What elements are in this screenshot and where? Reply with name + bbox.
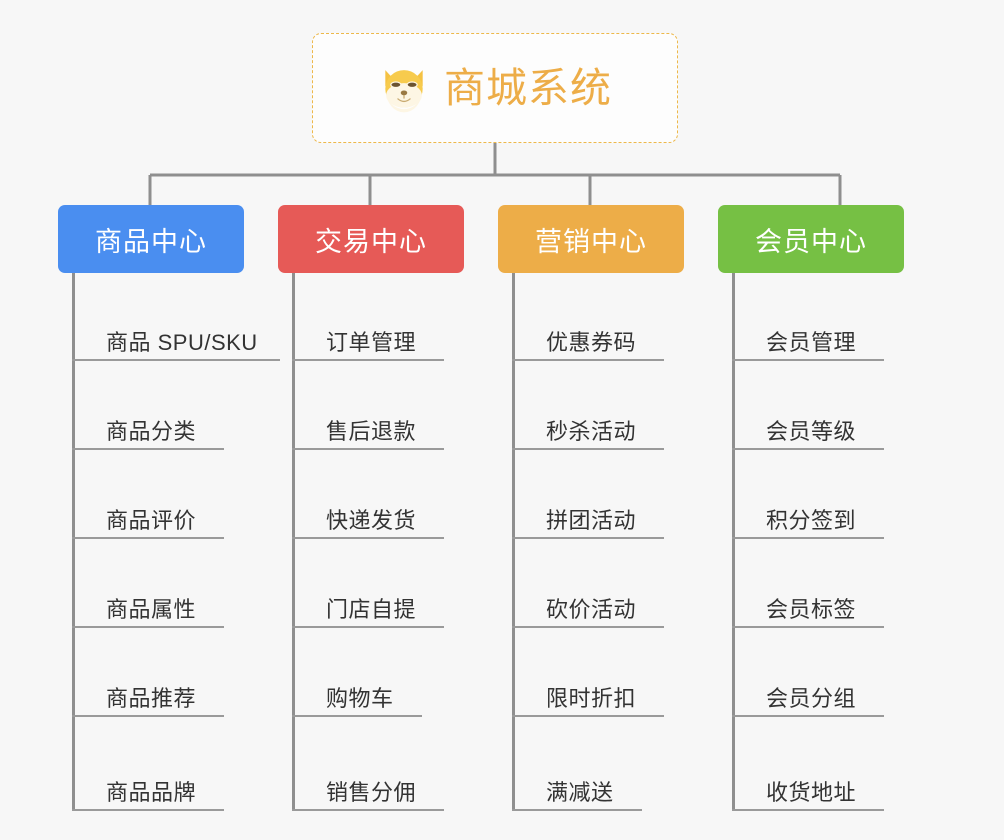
leaf-item-label: 会员管理 — [766, 330, 857, 355]
leaf-underline — [512, 359, 664, 361]
leaf-underline — [72, 626, 224, 628]
leaf-underline — [72, 448, 224, 450]
category-header-营销中心[interactable]: 营销中心 — [498, 205, 684, 273]
category-header-label: 营销中心 — [535, 226, 647, 257]
leaf-item-label: 销售分佣 — [326, 780, 417, 805]
leaf-underline — [72, 715, 224, 717]
leaf-underline — [292, 715, 422, 717]
leaf-underline — [732, 359, 884, 361]
category-columns: 商品中心 商品 SPU/SKU 商品分类 商品评价 商品属性 — [0, 205, 1004, 840]
category-header-label: 商品中心 — [95, 226, 207, 257]
leaf-underline — [512, 537, 664, 539]
root-node-商城系统[interactable]: 商城系统 — [312, 33, 678, 143]
shiba-dog-face-icon — [385, 70, 423, 113]
leaf-item-label: 限时折扣 — [546, 686, 637, 711]
category-header-会员中心[interactable]: 会员中心 — [718, 205, 904, 273]
column-spine — [292, 273, 295, 811]
leaf-item-label: 商品属性 — [106, 597, 197, 622]
leaf-item-label: 会员标签 — [766, 597, 857, 622]
root-node-label: 商城系统 — [444, 64, 612, 111]
leaf-underline — [72, 537, 224, 539]
leaf-item-label: 商品推荐 — [106, 686, 197, 711]
leaf-item-label: 积分签到 — [766, 508, 857, 533]
leaf-item-label: 砍价活动 — [546, 597, 637, 622]
leaf-underline — [512, 809, 642, 811]
column-spine — [512, 273, 515, 811]
category-header-商品中心[interactable]: 商品中心 — [58, 205, 244, 273]
leaf-item-label: 售后退款 — [326, 419, 417, 444]
leaf-item-label: 会员分组 — [766, 686, 857, 711]
leaf-item-label: 快递发货 — [326, 508, 417, 533]
leaf-item-label: 拼团活动 — [546, 508, 637, 533]
leaf-underline — [292, 626, 444, 628]
leaf-underline — [732, 626, 884, 628]
leaf-underline — [72, 359, 280, 361]
category-header-label: 交易中心 — [315, 226, 427, 257]
leaf-underline — [512, 626, 664, 628]
leaf-item-label: 商品品牌 — [106, 780, 197, 805]
category-header-交易中心[interactable]: 交易中心 — [278, 205, 464, 273]
leaf-item-label: 订单管理 — [326, 330, 417, 355]
leaf-underline — [292, 537, 444, 539]
leaf-item-label: 商品评价 — [106, 508, 197, 533]
leaf-underline — [292, 809, 444, 811]
column-spine — [72, 273, 75, 811]
leaf-item-label: 商品 SPU/SKU — [106, 330, 258, 355]
leaf-item-label: 会员等级 — [766, 419, 857, 444]
leaf-item-label: 收货地址 — [766, 780, 857, 805]
leaf-underline — [292, 359, 444, 361]
leaf-underline — [512, 448, 664, 450]
leaf-underline — [732, 537, 884, 539]
leaf-underline — [72, 809, 224, 811]
leaf-item-label: 购物车 — [326, 686, 394, 711]
leaf-item-label: 优惠券码 — [546, 330, 637, 355]
leaf-underline — [512, 715, 664, 717]
leaf-underline — [732, 448, 884, 450]
leaf-underline — [732, 809, 884, 811]
leaf-underline — [292, 448, 444, 450]
category-header-label: 会员中心 — [755, 226, 867, 257]
column-spine — [732, 273, 735, 811]
leaf-item-label: 秒杀活动 — [546, 419, 637, 444]
leaf-item-label: 满减送 — [546, 780, 614, 805]
leaf-underline — [732, 715, 884, 717]
leaf-item-label: 商品分类 — [106, 419, 197, 444]
leaf-item-label: 门店自提 — [326, 597, 417, 622]
